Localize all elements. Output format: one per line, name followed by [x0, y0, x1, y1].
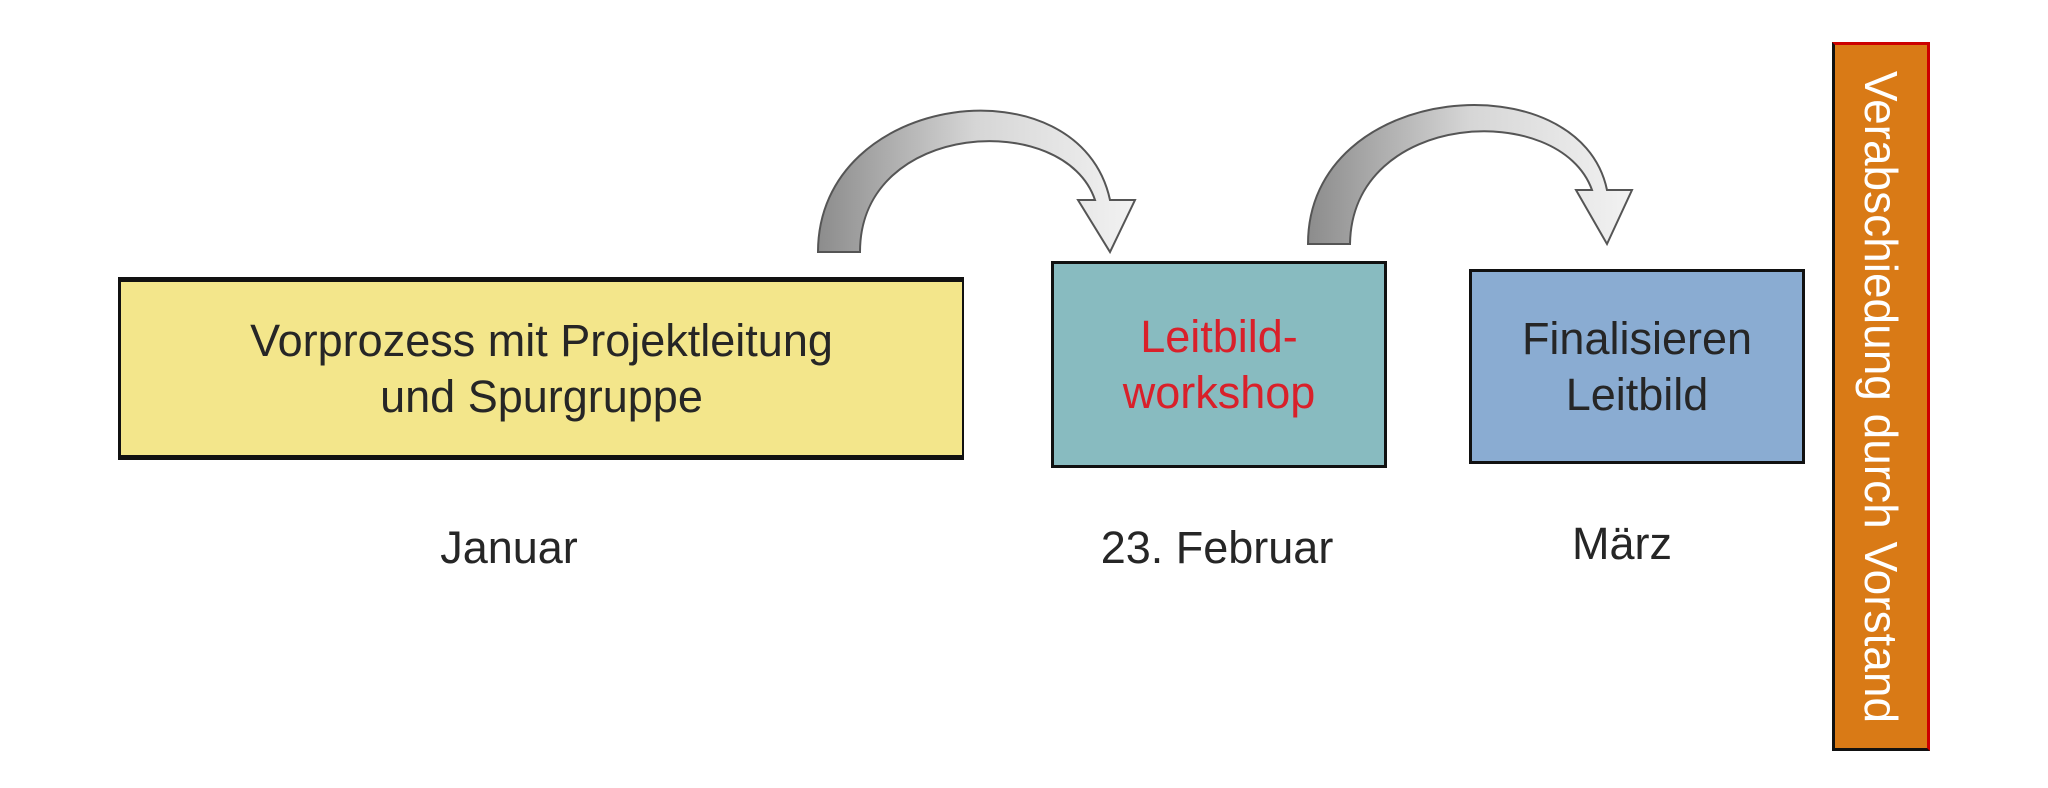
date-label-januar: Januar — [440, 522, 578, 573]
step-text: Leitbild- — [1140, 310, 1298, 362]
curved-arrow-2 — [1306, 104, 1634, 247]
step-text: und Spurgruppe — [380, 370, 703, 422]
step-text: Leitbild — [1565, 368, 1709, 420]
step-leitbild-workshop: Leitbild-workshop — [1051, 261, 1387, 468]
curved-arrow-1 — [816, 109, 1137, 255]
date-label-februar: 23. Februar — [1100, 522, 1334, 573]
final-step-bar: Verabschiedung durch Vorstand — [1832, 42, 1930, 751]
step-text: workshop — [1122, 366, 1316, 418]
final-step-label: Verabschiedung durch Vorstand — [1855, 70, 1907, 723]
step-text: Finalisieren — [1521, 312, 1753, 364]
date-label-maerz: März — [1572, 518, 1672, 569]
step-text: Vorprozess mit Projektleitung — [250, 314, 833, 366]
